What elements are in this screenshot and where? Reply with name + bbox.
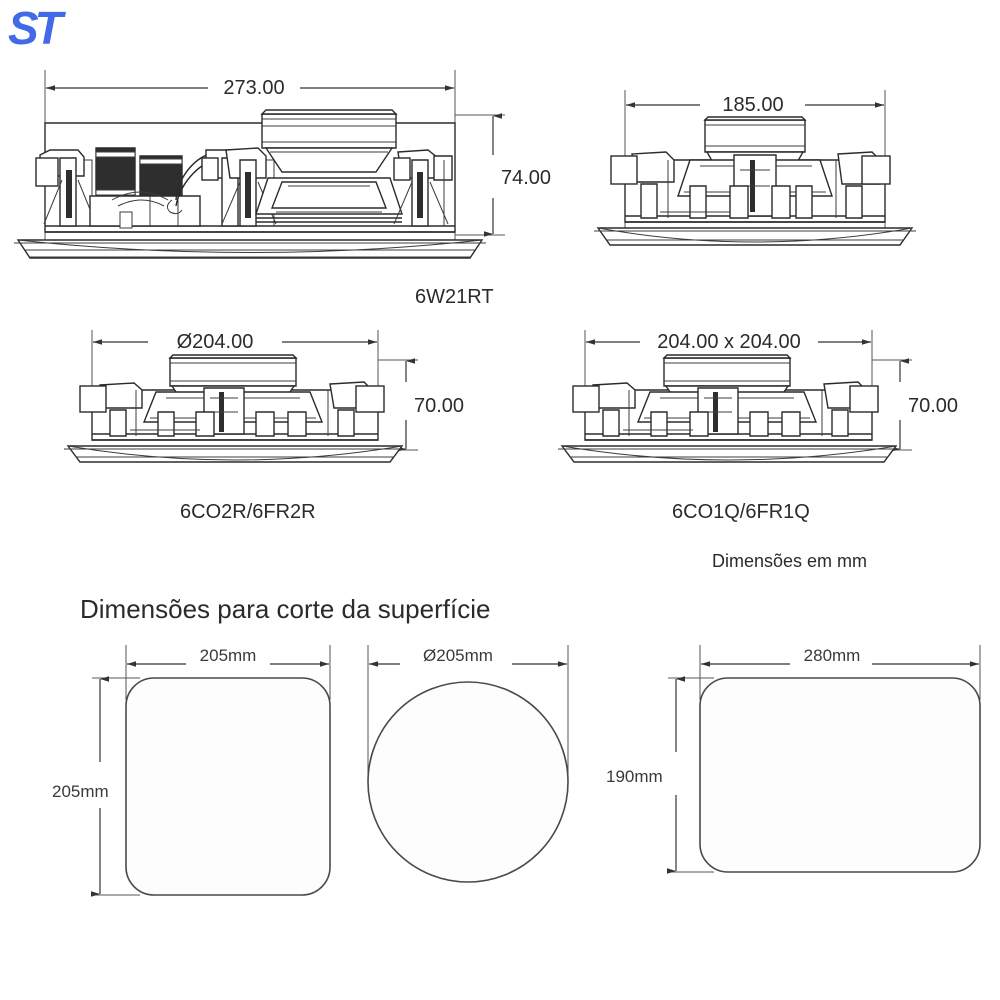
brand-logo: ST <box>8 2 71 54</box>
units-note: Dimensões em mm <box>712 551 867 571</box>
cutout-width-label: 205mm <box>200 646 257 665</box>
dim-height-label: 74.00 <box>501 167 551 189</box>
dim-height-label: 70.00 <box>414 395 464 417</box>
cutout-height-label: 205mm <box>52 782 109 801</box>
dim-height-label: 70.00 <box>908 395 958 417</box>
cutout-width-label: 280mm <box>804 646 861 665</box>
model-label-6co1q: 6CO1Q/6FR1Q <box>672 501 810 523</box>
drawing-6w21rt: 273.00 74.00 <box>14 70 551 308</box>
dim-width-label: Ø204.00 <box>177 331 254 353</box>
speaker-section-6co1q <box>558 354 900 463</box>
cutout-width-label: Ø205mm <box>423 646 493 665</box>
cutout-rect-280x190: 280mm 190mm <box>606 645 981 874</box>
cutout-square-205: 205mm 205mm <box>52 645 331 897</box>
logo-text: ST <box>8 2 67 54</box>
model-label-6co2r: 6CO2R/6FR2R <box>180 501 316 523</box>
dim-width-label: 273.00 <box>223 77 284 99</box>
speaker-section-top-right <box>594 116 916 246</box>
cutout-shape-square <box>125 677 331 896</box>
drawing-6co2r-6fr2r: Ø204.00 70.00 <box>64 330 464 523</box>
model-label-6w21rt: 6W21RT <box>415 286 494 308</box>
cutout-shape-circle <box>367 681 569 883</box>
speaker-section-6w21rt <box>14 109 486 259</box>
drawing-top-right: 185.00 <box>594 90 916 246</box>
cutout-circle-205: Ø205mm <box>367 645 569 883</box>
dim-width-label: 185.00 <box>722 94 783 116</box>
cutout-height-label: 190mm <box>606 767 663 786</box>
cutout-shape-rect <box>699 677 981 873</box>
cutout-section-title: Dimensões para corte da superfície <box>80 594 490 624</box>
drawing-6co1q-6fr1q: 204.00 x 204.00 70.00 <box>558 330 958 571</box>
dim-width-label: 204.00 x 204.00 <box>657 331 800 353</box>
speaker-section-6co2r <box>64 354 406 463</box>
